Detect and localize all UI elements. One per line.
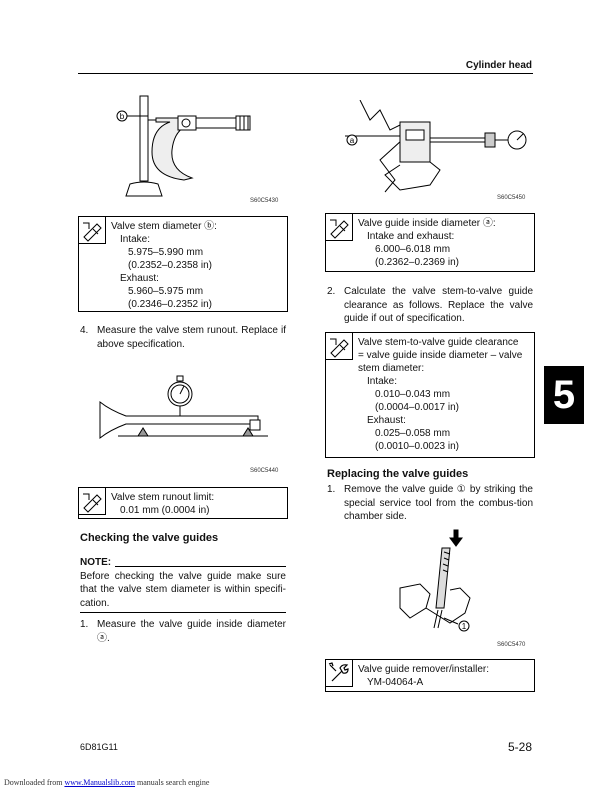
spec-line: Valve stem-to-valve guide clearance — [358, 337, 519, 348]
label-a: a — [350, 136, 355, 145]
spec-line: (0.0004–0.0017 in) — [375, 402, 459, 413]
spec-line: Valve stem runout limit: — [111, 492, 215, 503]
bore-gauge-figure: a — [345, 100, 527, 193]
document-code: 6D81G11 — [80, 742, 118, 752]
figure-code: S60C5450 — [497, 195, 526, 201]
step-text: Measure the valve stem runout. Replace i… — [97, 325, 286, 350]
step-text: Measure the valve guide inside diameter … — [97, 619, 286, 644]
spec-line: (0.2362–0.2369 in) — [375, 257, 459, 268]
step-number: 1. — [327, 484, 336, 495]
caliper-icon — [326, 214, 353, 241]
spec-line: 0.01 mm (0.0004 in) — [120, 505, 210, 516]
heading-replacing-valve-guides: Replacing the valve guides — [327, 468, 469, 480]
caliper-icon — [79, 488, 106, 515]
step-text: Calculate the valve stem-to-valve guide … — [344, 286, 533, 324]
step-number: 4. — [80, 325, 89, 336]
spec-line: = valve guide inside diameter – valve — [358, 350, 523, 361]
tool-line: YM-04064-A — [367, 677, 424, 688]
note-rule — [115, 565, 286, 567]
step-1-measure: 1. Measure the valve guide inside diamet… — [80, 618, 286, 645]
note-text: Before checking the valve guide make sur… — [80, 570, 286, 609]
caliper-icon — [79, 217, 106, 244]
tool-line: Valve guide remover/installer: — [358, 664, 489, 675]
spec-line: (0.0010–0.0023 in) — [375, 441, 459, 452]
figure-code: S60C5430 — [250, 198, 279, 204]
page-number: 5-28 — [507, 740, 532, 754]
step-text: Remove the valve guide ① by striking the… — [344, 484, 533, 522]
spec-box-valve-guide-diameter: Valve guide inside diameter ⓐ: Intake an… — [325, 213, 535, 272]
download-link[interactable]: www.Manualslib.com — [64, 778, 136, 787]
spec-line: Valve stem diameter ⓑ: — [111, 221, 217, 232]
spec-line: 0.010–0.043 mm — [375, 389, 451, 400]
spec-line: 0.025–0.058 mm — [375, 428, 451, 439]
micrometer-figure: b — [116, 95, 251, 197]
label-b: b — [120, 112, 125, 121]
chapter-tab: 5 — [544, 366, 584, 424]
step-number: 2. — [327, 286, 336, 297]
spec-box-clearance: Valve stem-to-valve guide clearance = va… — [325, 332, 535, 458]
spec-line: stem diameter: — [358, 363, 425, 374]
spec-line: Valve guide inside diameter ⓐ: — [358, 218, 496, 229]
spec-box-valve-stem-diameter: Valve stem diameter ⓑ: Intake: 5.975–5.9… — [78, 216, 288, 312]
runout-figure — [99, 375, 268, 440]
tool-box: Valve guide remover/installer: YM-04064-… — [325, 659, 535, 692]
note-bottom-rule — [80, 612, 286, 613]
figure-code: S60C5440 — [250, 468, 279, 474]
step-1-remove: 1. Remove the valve guide ① by striking … — [327, 483, 533, 524]
spec-line: 5.960–5.975 mm — [128, 286, 204, 297]
spec-line: Exhaust: — [367, 415, 406, 426]
valve-guide-removal-figure: 1 — [399, 529, 471, 632]
header-rule — [78, 73, 533, 74]
spec-line: (0.2346–0.2352 in) — [128, 299, 212, 310]
spec-line: Intake: — [367, 376, 398, 387]
spec-line: (0.2352–0.2358 in) — [128, 260, 212, 271]
step-2: 2. Calculate the valve stem-to-valve gui… — [327, 285, 533, 326]
spec-line: 6.000–6.018 mm — [375, 244, 451, 255]
download-suffix: manuals search engine — [137, 778, 210, 787]
wrench-icon — [326, 660, 353, 687]
note-label: NOTE: — [80, 557, 112, 568]
spec-box-runout-limit: Valve stem runout limit: 0.01 mm (0.0004… — [78, 487, 288, 519]
spec-line: 5.975–5.990 mm — [128, 247, 204, 258]
step-4: 4. Measure the valve stem runout. Replac… — [80, 324, 286, 351]
section-title: Cylinder head — [465, 60, 532, 71]
figure-code: S60C5470 — [497, 642, 526, 648]
caliper-icon — [326, 333, 353, 360]
label-1: 1 — [462, 622, 467, 631]
note-block: NOTE: Before checking the valve guide ma… — [80, 556, 286, 613]
spec-line: Intake: — [120, 234, 151, 245]
spec-line: Exhaust: — [120, 273, 159, 284]
step-number: 1. — [80, 619, 89, 630]
download-notice: Downloaded from www.Manualslib.com manua… — [4, 778, 209, 787]
heading-checking-valve-guides: Checking the valve guides — [80, 532, 219, 544]
spec-line: Intake and exhaust: — [367, 231, 455, 242]
download-prefix: Downloaded from — [4, 778, 63, 787]
